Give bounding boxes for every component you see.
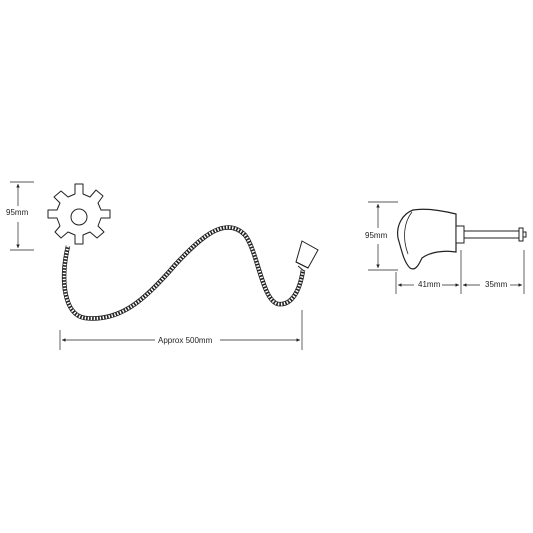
spindle-shank xyxy=(463,227,527,242)
head-width-label: 41mm xyxy=(416,280,443,290)
side-height-label: 95mm xyxy=(365,231,388,240)
front-height-label: 95mm xyxy=(6,208,29,217)
front-length-dimension xyxy=(59,310,303,350)
hose-end-fitting xyxy=(295,240,319,272)
hose-length-label: Approx 500mm xyxy=(156,336,215,346)
knob-collar xyxy=(455,225,465,244)
front-height-dimension xyxy=(10,181,34,251)
knob-center-hole xyxy=(70,208,88,226)
braided-hose xyxy=(61,225,306,321)
knob-side-inner-curve xyxy=(404,211,413,255)
side-width-dimensions xyxy=(395,250,525,294)
shank-width-label: 35mm xyxy=(483,280,510,290)
side-height-dimension xyxy=(368,201,398,271)
knob-side-profile xyxy=(397,208,457,270)
